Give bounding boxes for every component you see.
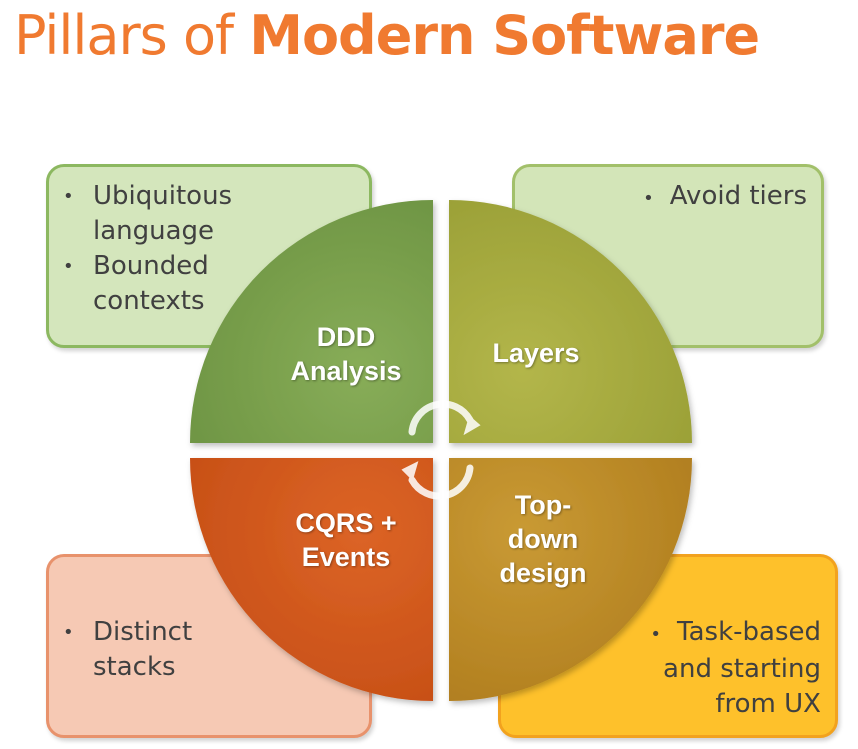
quadrant-cqrs-events bbox=[190, 458, 433, 701]
label-line: Top- bbox=[514, 490, 572, 520]
list-item-distinct-stacks: Distinct stacks bbox=[49, 615, 213, 685]
label-cqrs-events: CQRS + Events bbox=[262, 506, 430, 574]
label-line: down bbox=[507, 524, 579, 554]
label-top-down-design: Top- down design bbox=[468, 488, 618, 590]
label-line: Analysis bbox=[290, 356, 402, 386]
list-item-avoid-tiers: Avoid tiers bbox=[515, 179, 821, 216]
title-light: Pillars of bbox=[14, 4, 250, 67]
label-line: Events bbox=[301, 542, 391, 572]
quadrant-layers bbox=[449, 200, 692, 443]
label-line: design bbox=[499, 558, 587, 588]
quadrant-ddd-analysis bbox=[190, 200, 433, 443]
list-item-bounded-contexts: Bounded contexts bbox=[49, 249, 253, 319]
label-layers: Layers bbox=[456, 336, 616, 370]
label-line: CQRS + bbox=[295, 508, 397, 538]
page-title: Pillars of Modern Software bbox=[14, 0, 760, 72]
quadrant-top-down-design bbox=[449, 458, 692, 701]
title-bold: Modern Software bbox=[249, 4, 760, 67]
list-item-task-based: Task-based and starting from UX bbox=[621, 615, 835, 722]
label-line: Layers bbox=[492, 338, 580, 368]
list-item-ubiquitous-language: Ubiquitous language bbox=[49, 179, 273, 249]
cycle-arrows-icon bbox=[401, 400, 481, 500]
label-ddd-analysis: DDD Analysis bbox=[262, 320, 430, 388]
label-line: DDD bbox=[316, 322, 376, 352]
